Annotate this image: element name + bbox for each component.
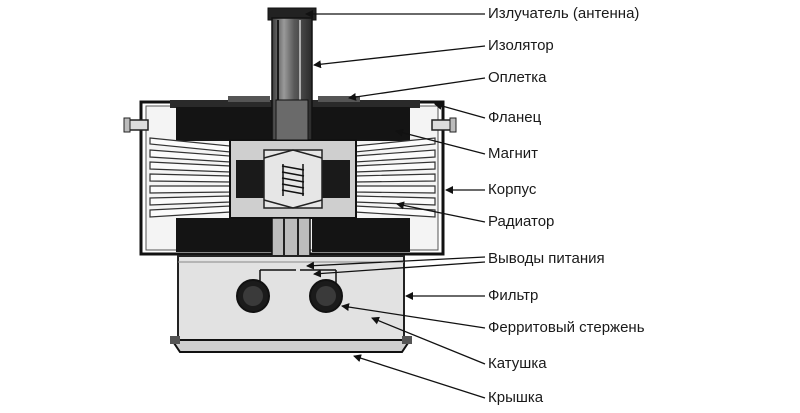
label-braid: Оплетка bbox=[488, 69, 547, 86]
filter-box bbox=[177, 255, 405, 341]
leader-power-leads-1 bbox=[306, 256, 486, 270]
leader-coil bbox=[371, 316, 486, 365]
leader-braid bbox=[348, 77, 486, 101]
label-emitter: Излучатель (антенна) bbox=[488, 5, 640, 22]
label-flange: Фланец bbox=[488, 109, 542, 126]
leader-magnet bbox=[395, 128, 486, 155]
cathode-spring bbox=[281, 164, 305, 196]
label-housing: Корпус bbox=[488, 181, 537, 198]
leader-lines bbox=[305, 10, 486, 399]
mounting-screw-left bbox=[123, 117, 149, 133]
label-ferrite-rod: Ферритовый стержень bbox=[488, 319, 645, 336]
label-cover: Крышка bbox=[488, 389, 544, 406]
label-coil: Катушка bbox=[488, 355, 547, 372]
leader-radiator bbox=[396, 201, 486, 223]
anode-block bbox=[229, 139, 357, 219]
leader-insulator bbox=[313, 45, 486, 69]
label-power-leads: Выводы питания bbox=[488, 250, 605, 267]
label-magnet: Магнит bbox=[488, 145, 539, 162]
label-insulator: Изолятор bbox=[488, 37, 554, 54]
cover-lid bbox=[170, 336, 412, 353]
magnet-top bbox=[176, 107, 410, 141]
magnet-bottom bbox=[176, 218, 410, 252]
label-filter: Фильтр bbox=[488, 287, 539, 304]
mounting-screw-right bbox=[431, 117, 457, 133]
leader-flange bbox=[434, 102, 486, 119]
emitter-tube bbox=[267, 7, 317, 141]
leader-power-leads-2 bbox=[313, 261, 486, 278]
leader-cover bbox=[353, 354, 486, 399]
label-radiator: Радиатор bbox=[488, 213, 555, 230]
leader-ferrite-rod bbox=[341, 303, 486, 329]
